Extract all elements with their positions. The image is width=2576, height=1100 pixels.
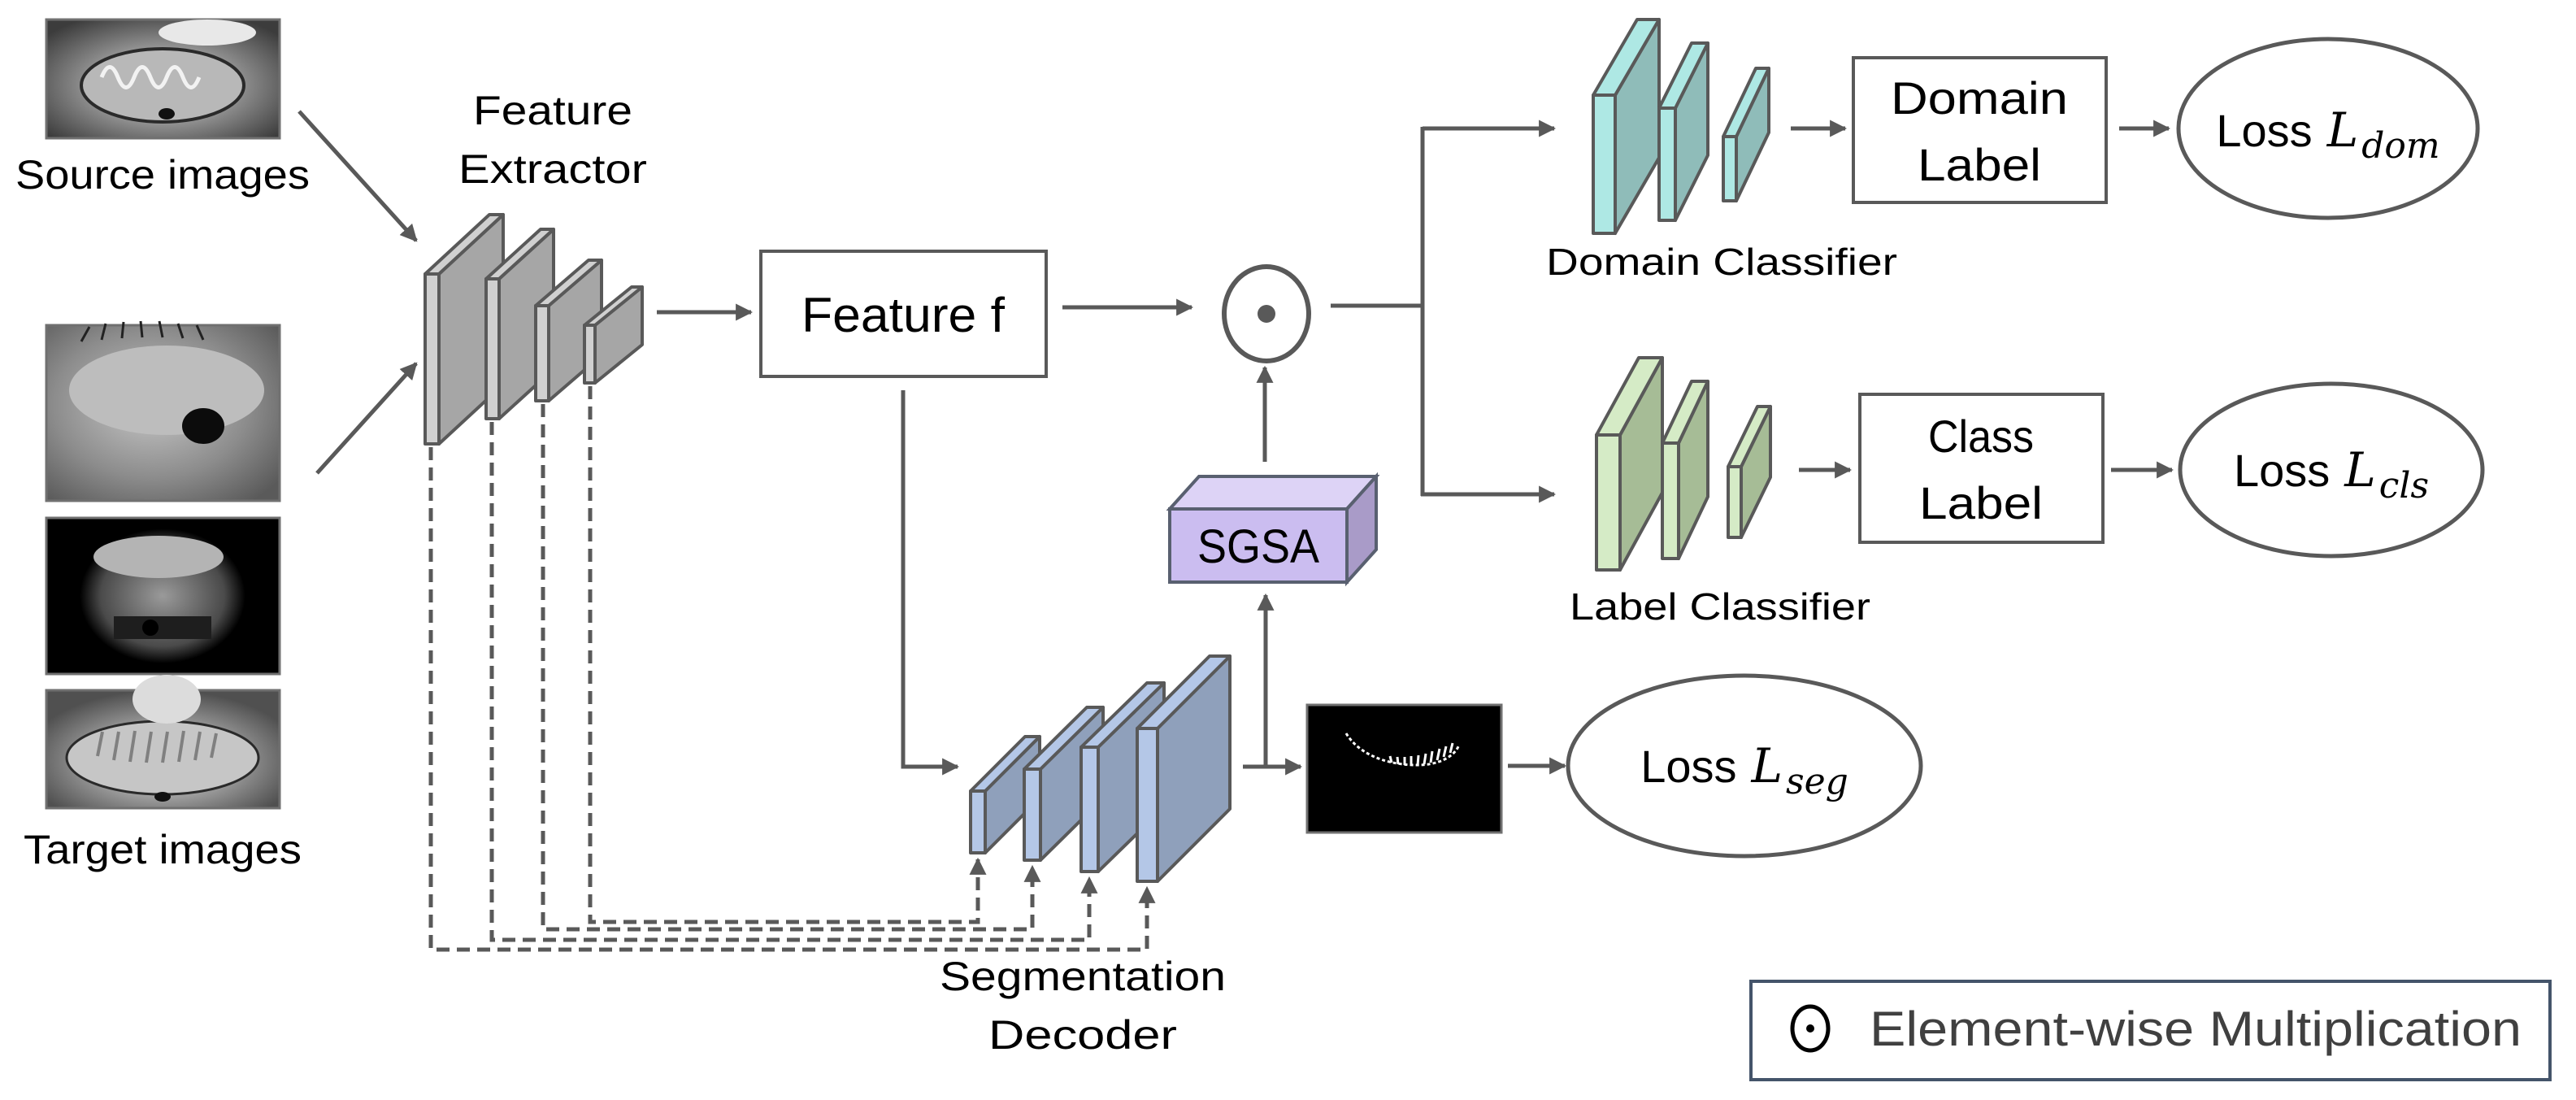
segmentation-decoder-layer [1136,654,1232,883]
target-to-extractor-arrow [315,362,418,475]
multiply-node [1222,264,1311,363]
domain-classifier-label: Domain Classifier [1546,241,1897,283]
class-label-line1: Class [1928,411,2034,462]
feature-extractor-layer [583,285,644,385]
domain-classifier-layer [1657,41,1709,222]
source-images-label: Source images [15,152,310,198]
domain-loss-label: Loss L dom [2216,102,2439,167]
class-label-line2: Label [1919,477,2043,528]
source-image [45,18,281,140]
skip-connection-line [489,422,1098,942]
legend-text: Element-wise Multiplication [1870,1002,2522,1056]
class-loss-ellipse [2178,381,2485,559]
target-image-3 [45,675,281,810]
label-classifier-layer [1595,356,1664,572]
skip-connection-line [541,404,1041,932]
label-classifier-layer [1727,405,1772,539]
feature-to-decoder-arrow [901,390,960,776]
segmentation-decoder-line1: Segmentation [940,954,1226,999]
feature-extractor-block [424,213,644,446]
target-image-2 [45,516,281,676]
legend: Element-wise Multiplication [1749,980,2552,1081]
segmentation-decoder-block [969,654,1232,883]
domain-label-box [1852,56,2108,204]
target-image-1 [45,320,281,502]
domain-label-line2: Label [1918,139,2041,190]
multiply-dot-icon [1258,305,1275,323]
label-classifier-block [1595,356,1772,572]
skip-connection-line [428,447,1156,952]
legend-multiply-icon [1790,1004,1831,1053]
feature-f-label: Feature f [801,288,1005,342]
segmentation-loss-ellipse [1566,673,1923,859]
label-classifier-layer [1661,380,1709,560]
class-label-box [1858,393,2105,544]
domain-loss-ellipse [2176,37,2480,220]
domain-label-line1: Domain [1891,72,2068,124]
skip-connections [428,386,1156,952]
source-to-extractor-arrow [298,110,418,242]
domain-classifier-layer [1592,18,1661,235]
target-images-label: Target images [24,827,302,872]
sgsa-label: SGSA [1197,520,1319,573]
segmentation-loss-label: Loss L seg [1640,738,1848,802]
domain-classifier-block [1592,18,1770,235]
feature-extractor-title-line1: Feature [473,88,632,133]
label-classifier-label: Label Classifier [1570,585,1870,628]
domain-classifier-layer [1722,67,1770,202]
segmentation-decoder-line2: Decoder [988,1012,1177,1058]
sgsa-block: SGSA [1166,472,1380,587]
class-loss-label: Loss L cls [2234,442,2429,507]
feature-f-box [759,250,1048,378]
segmentation-mask-image [1305,703,1503,834]
feature-extractor-title-line2: Extractor [458,146,647,192]
skip-connection-line [588,386,987,924]
